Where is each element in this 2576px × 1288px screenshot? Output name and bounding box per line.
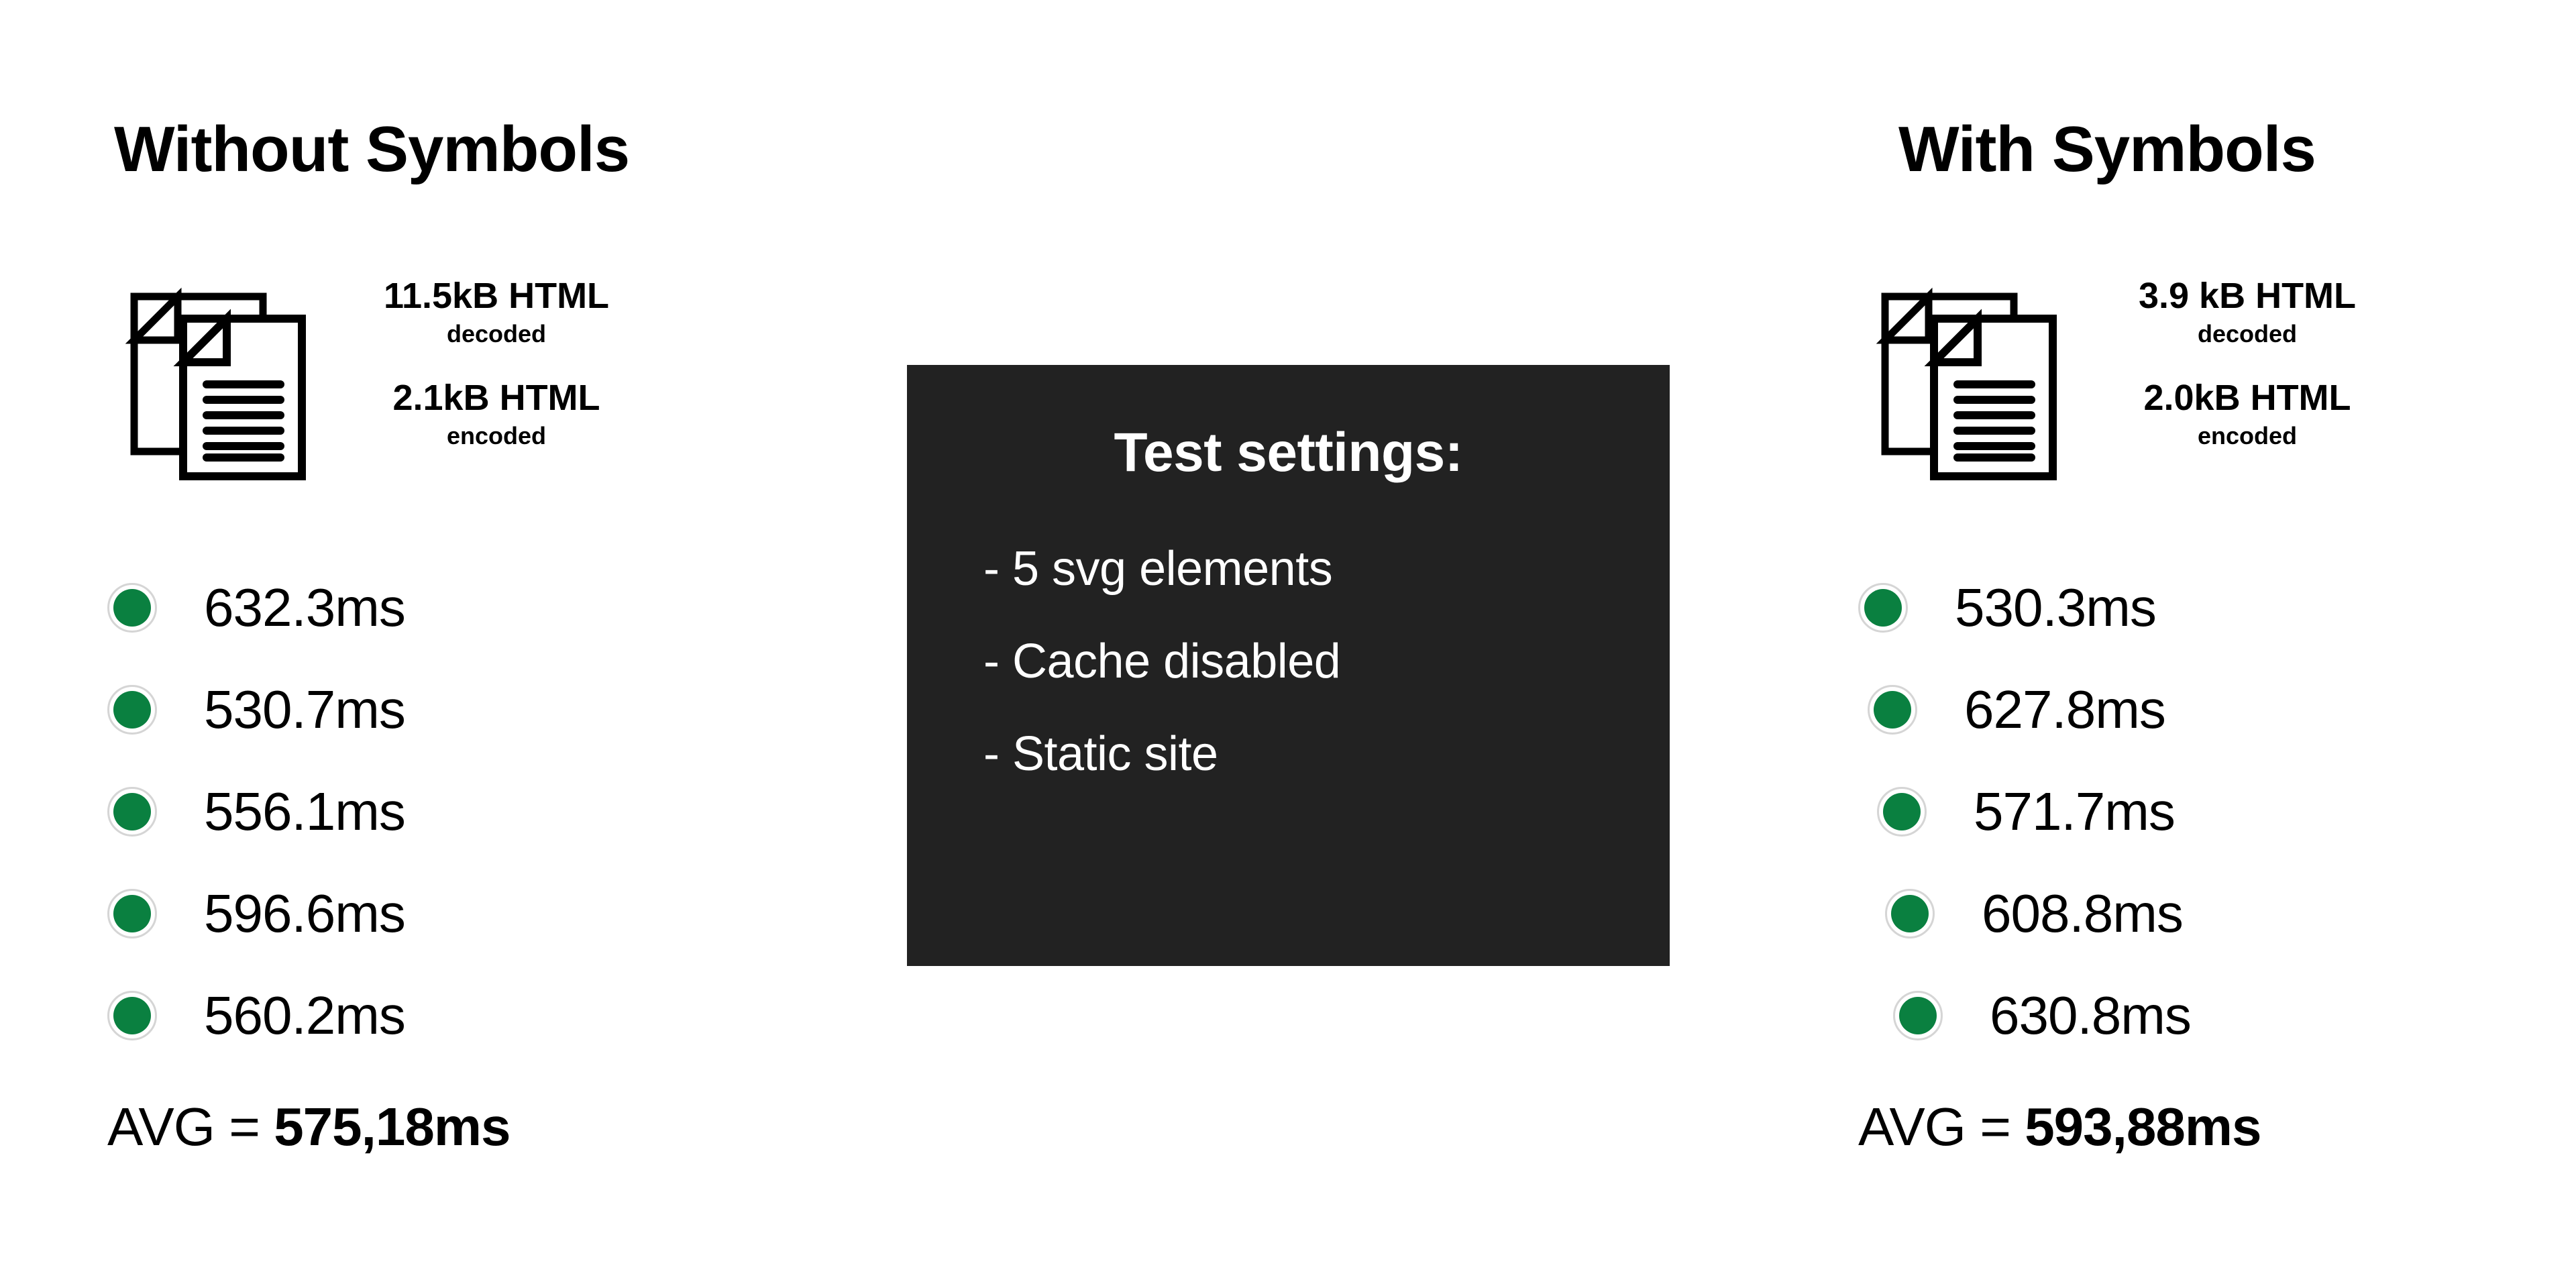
timing-list-right: 530.3ms 627.8ms 571.7ms 608.8ms 630.8ms bbox=[1858, 557, 2542, 1067]
average-line-right: AVG = 593,88ms bbox=[1858, 1097, 2262, 1157]
list-item: 530.3ms bbox=[1858, 557, 2542, 659]
test-settings-panel: Test settings: - 5 svg elements - Cache … bbox=[907, 365, 1670, 966]
test-settings-list: - 5 svg elements - Cache disabled - Stat… bbox=[954, 545, 1623, 778]
status-dot-icon bbox=[107, 685, 157, 735]
list-item: 596.6ms bbox=[107, 863, 792, 965]
list-item: 571.7ms bbox=[1877, 761, 2542, 863]
timing-value: 571.7ms bbox=[1974, 782, 2176, 841]
timing-value: 630.8ms bbox=[1990, 985, 2192, 1045]
column-title-without-symbols: Without Symbols bbox=[114, 113, 630, 185]
average-value-right: 593,88ms bbox=[2025, 1097, 2261, 1157]
comparison-column-without-symbols: Without Symbols bbox=[101, 0, 892, 1288]
average-label-left: AVG = bbox=[107, 1097, 274, 1157]
size-stack-spacer-right bbox=[2106, 347, 2388, 379]
comparison-column-with-symbols: With Symbols 3.9 kB HTML decoded bbox=[1845, 0, 2576, 1288]
status-dot-icon bbox=[107, 787, 157, 837]
average-line-left: AVG = 575,18ms bbox=[107, 1100, 511, 1154]
list-item: 556.1ms bbox=[107, 761, 792, 863]
encoded-size-label-right: encoded bbox=[2197, 421, 2298, 449]
list-item: - Cache disabled bbox=[983, 635, 1341, 688]
timing-value: 560.2ms bbox=[204, 985, 406, 1045]
decoded-size-value-left: 11.5kB HTML bbox=[383, 276, 610, 316]
status-dot-icon bbox=[1858, 583, 1908, 633]
stacked-documents-icon bbox=[107, 265, 315, 486]
timing-value: 627.8ms bbox=[1964, 680, 2166, 739]
size-stack-spacer-left bbox=[356, 347, 637, 379]
encoded-size-value-right: 2.0kB HTML bbox=[2143, 378, 2351, 419]
list-item: 632.3ms bbox=[107, 557, 792, 659]
status-dot-icon bbox=[1885, 889, 1935, 938]
column-title-with-symbols: With Symbols bbox=[1898, 113, 2316, 185]
html-size-block-right: 3.9 kB HTML decoded 2.0kB HTML encoded bbox=[1858, 265, 2388, 486]
size-stack-right: 3.9 kB HTML decoded 2.0kB HTML encoded bbox=[2106, 265, 2388, 449]
list-item: 608.8ms bbox=[1885, 863, 2542, 965]
status-dot-icon bbox=[1893, 991, 1943, 1040]
decoded-size-value-right: 3.9 kB HTML bbox=[2138, 276, 2357, 316]
html-size-block-left: 11.5kB HTML decoded 2.1kB HTML encoded bbox=[107, 265, 637, 486]
list-item: 530.7ms bbox=[107, 659, 792, 761]
decoded-size-label-left: decoded bbox=[446, 319, 547, 347]
list-item: - 5 svg elements bbox=[983, 542, 1333, 596]
list-item: 630.8ms bbox=[1893, 965, 2542, 1067]
size-stack-left: 11.5kB HTML decoded 2.1kB HTML encoded bbox=[356, 265, 637, 449]
timing-value: 530.7ms bbox=[204, 680, 406, 739]
status-dot-icon bbox=[107, 991, 157, 1040]
test-settings-title: Test settings: bbox=[1114, 422, 1464, 483]
timing-value: 632.3ms bbox=[204, 578, 406, 637]
timing-value: 530.3ms bbox=[1955, 578, 2157, 637]
list-item: 560.2ms bbox=[107, 965, 792, 1067]
timing-value: 596.6ms bbox=[204, 883, 406, 943]
timing-value: 556.1ms bbox=[204, 782, 406, 841]
encoded-size-label-left: encoded bbox=[446, 421, 547, 449]
list-item: 627.8ms bbox=[1868, 659, 2542, 761]
decoded-size-label-right: decoded bbox=[2197, 319, 2298, 347]
timing-list-left: 632.3ms 530.7ms 556.1ms 596.6ms 560.2ms bbox=[107, 557, 792, 1067]
stacked-documents-icon bbox=[1858, 265, 2066, 486]
timing-value: 608.8ms bbox=[1982, 883, 2184, 943]
status-dot-icon bbox=[107, 583, 157, 633]
encoded-size-value-left: 2.1kB HTML bbox=[392, 378, 600, 419]
average-label-right: AVG = bbox=[1858, 1097, 2025, 1157]
status-dot-icon bbox=[1868, 685, 1917, 735]
status-dot-icon bbox=[1877, 787, 1927, 837]
list-item: - Static site bbox=[983, 727, 1218, 781]
average-value-left: 575,18ms bbox=[274, 1097, 511, 1157]
status-dot-icon bbox=[107, 889, 157, 938]
